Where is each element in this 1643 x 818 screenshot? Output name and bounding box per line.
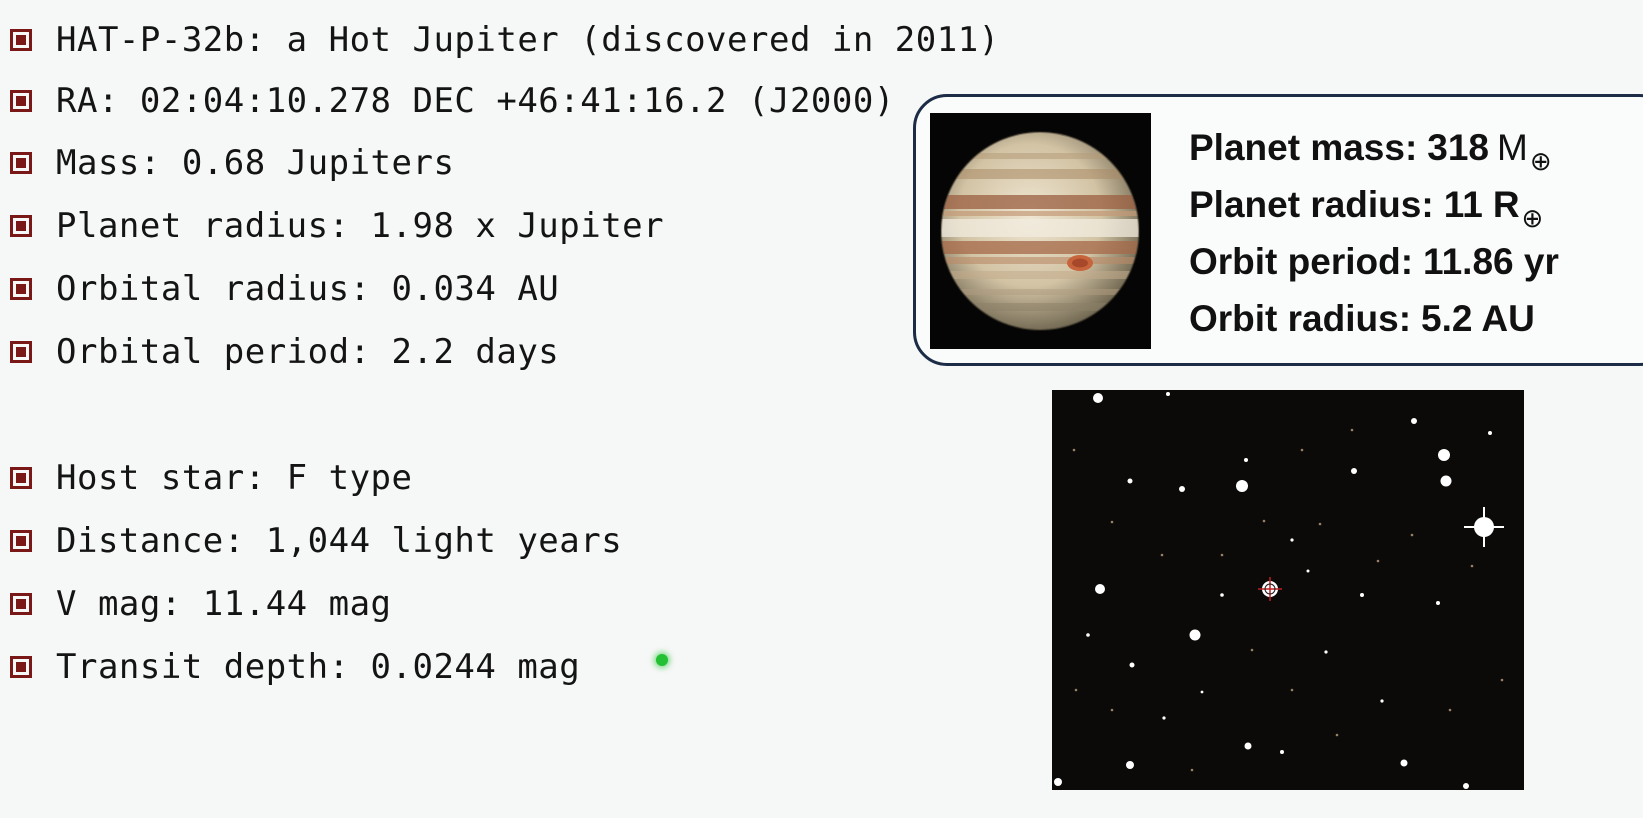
- bullet-text: RA: 02:04:10.278 DEC +46:41:16.2 (J2000): [56, 81, 895, 121]
- bullet-item-host-star: Host star: F type: [10, 453, 413, 503]
- jupiter-period-line: Orbit period: 11.86 yr: [1189, 233, 1559, 290]
- square-bullet-icon: [10, 215, 32, 237]
- jupiter-radius-line: Planet radius: 11 R ⊕: [1189, 176, 1559, 233]
- bullet-text: Host star: F type: [56, 458, 413, 498]
- bullet-item-v-mag: V mag: 11.44 mag: [10, 579, 392, 629]
- bullet-text: Transit depth: 0.0244 mag: [56, 647, 581, 687]
- square-bullet-icon: [10, 90, 32, 112]
- bullet-text: V mag: 11.44 mag: [56, 584, 392, 624]
- jupiter-mass-line: Planet mass: 318 M ⊕: [1189, 119, 1559, 176]
- cursor-dot: [656, 654, 668, 666]
- mass-unit: M: [1497, 127, 1528, 168]
- bullet-item-orbital-radius: Orbital radius: 0.034 AU: [10, 264, 559, 314]
- square-bullet-icon: [10, 656, 32, 678]
- radius-unit: R: [1492, 184, 1520, 225]
- bright-star-icon: [1464, 507, 1504, 547]
- square-bullet-icon: [10, 341, 32, 363]
- bullet-item-transit-depth: Transit depth: 0.0244 mag: [10, 642, 580, 692]
- bullet-item-planet-radius: Planet radius: 1.98 x Jupiter: [10, 201, 664, 251]
- bullet-text: Orbital period: 2.2 days: [56, 332, 560, 372]
- square-bullet-icon: [10, 593, 32, 615]
- radius-label: Planet radius:: [1189, 184, 1434, 225]
- bullet-text: Planet radius: 1.98 x Jupiter: [56, 206, 665, 246]
- orbit-value: 5.2 AU: [1421, 298, 1535, 339]
- bullet-item-mass: Mass: 0.68 Jupiters: [10, 138, 454, 188]
- bullet-item-discovery: HAT-P-32b: a Hot Jupiter (discovered in …: [10, 15, 1000, 65]
- jupiter-image: [930, 113, 1151, 349]
- star-field-svg: [1052, 390, 1524, 790]
- mass-label: Planet mass:: [1189, 127, 1418, 168]
- bullet-item-distance: Distance: 1,044 light years: [10, 516, 622, 566]
- period-label: Orbit period:: [1189, 241, 1414, 282]
- jupiter-comparison-card: Planet mass: 318 M ⊕ Planet radius: 11 R…: [913, 94, 1643, 366]
- square-bullet-icon: [10, 29, 32, 51]
- square-bullet-icon: [10, 530, 32, 552]
- bullet-text: Orbital radius: 0.034 AU: [56, 269, 560, 309]
- square-bullet-icon: [10, 152, 32, 174]
- mass-value: 318: [1427, 127, 1490, 168]
- jupiter-stats: Planet mass: 318 M ⊕ Planet radius: 11 R…: [1189, 119, 1559, 347]
- jupiter-illustration: [930, 113, 1151, 349]
- bullet-text: Distance: 1,044 light years: [56, 521, 623, 561]
- jupiter-orbit-line: Orbit radius: 5.2 AU: [1189, 290, 1559, 347]
- crosshair-icon: [1258, 577, 1282, 601]
- square-bullet-icon: [10, 278, 32, 300]
- bullet-text: Mass: 0.68 Jupiters: [56, 143, 455, 183]
- orbit-label: Orbit radius:: [1189, 298, 1412, 339]
- radius-value: 11: [1443, 184, 1483, 225]
- bullet-item-orbital-period: Orbital period: 2.2 days: [10, 327, 559, 377]
- bullet-item-coordinates: RA: 02:04:10.278 DEC +46:41:16.2 (J2000): [10, 76, 895, 126]
- earth-symbol-icon: ⊕: [1529, 146, 1552, 176]
- earth-symbol-icon: ⊕: [1521, 203, 1544, 233]
- bullet-text: HAT-P-32b: a Hot Jupiter (discovered in …: [56, 20, 1000, 60]
- square-bullet-icon: [10, 467, 32, 489]
- star-field-image: [1052, 390, 1524, 790]
- period-value: 11.86 yr: [1423, 241, 1559, 282]
